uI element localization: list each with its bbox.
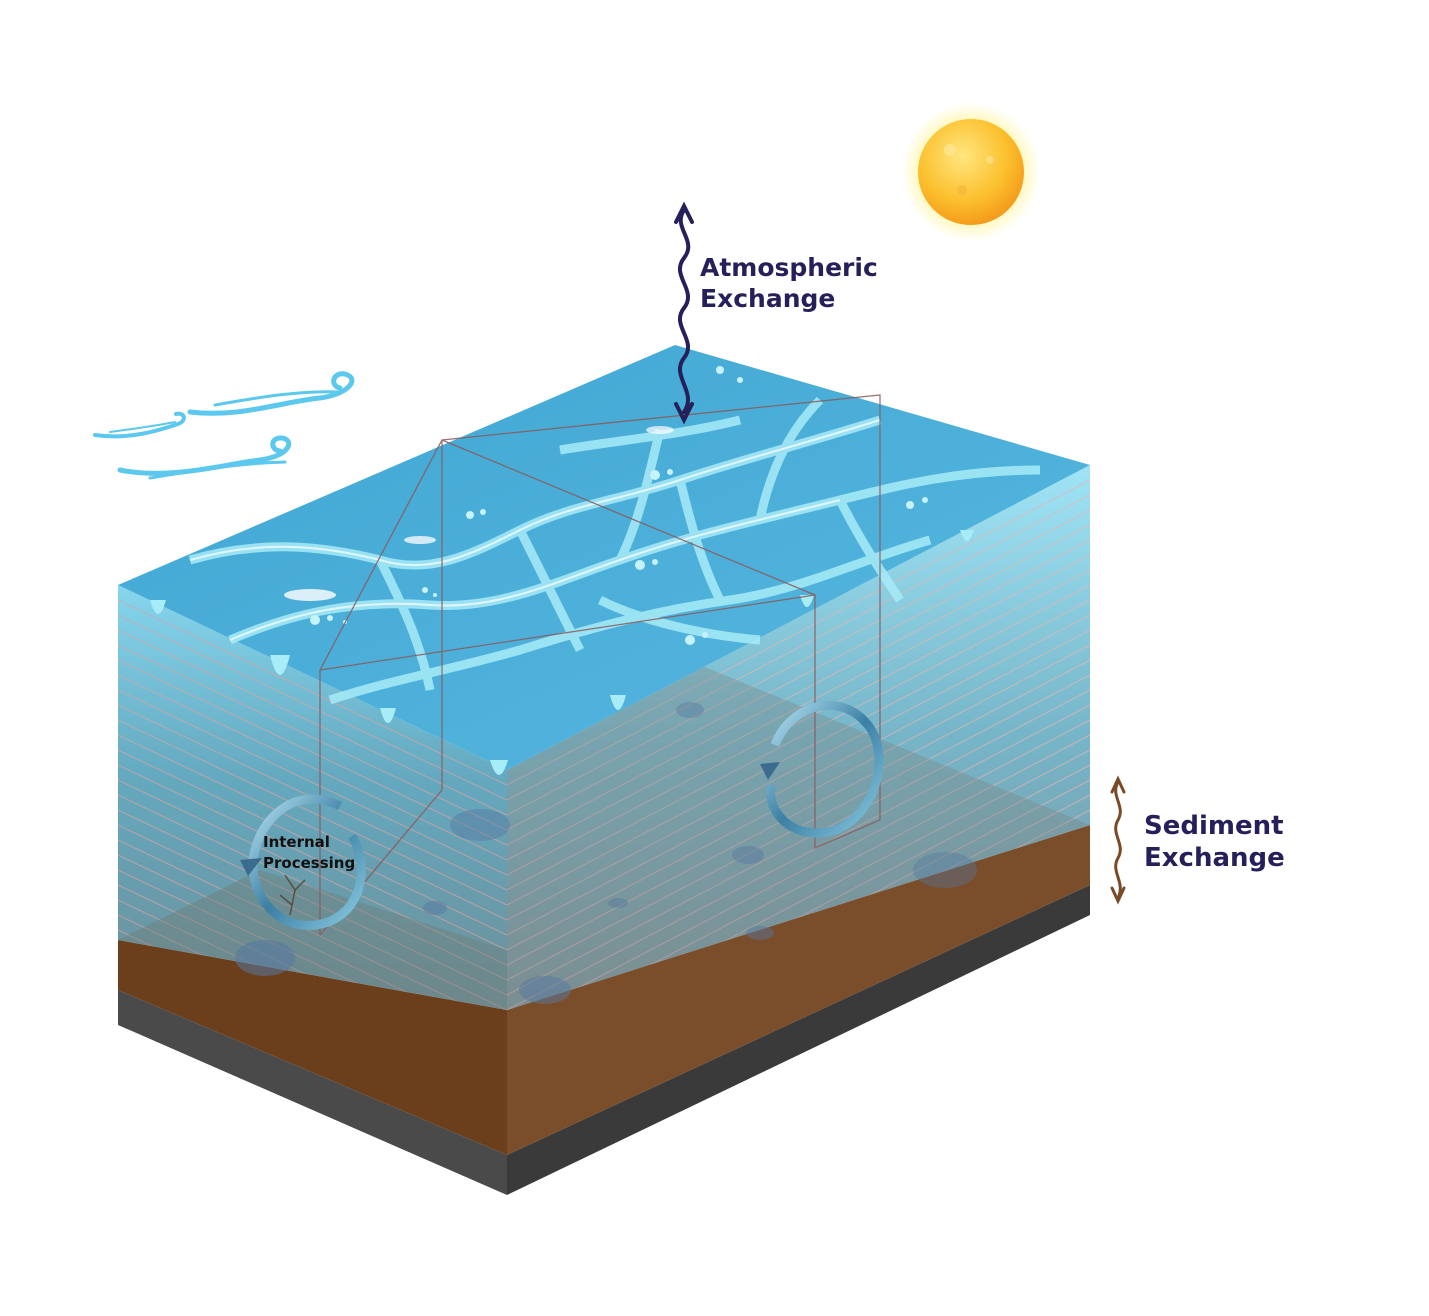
water-column-side-face [450, 465, 1090, 1010]
internal-processing-line-2: Processing [263, 853, 356, 872]
atmospheric-exchange-arrow-icon [674, 201, 694, 425]
circulation-arrow-icon [240, 794, 366, 930]
atmospheric-exchange-line-1: Atmospheric [700, 253, 878, 282]
sediment-exchange-arrow-icon [1110, 775, 1126, 905]
sediment-exchange-line-1: Sediment [1144, 811, 1284, 841]
internal-processing-label: Internal Processing [263, 832, 355, 873]
sun-icon [901, 102, 1041, 242]
sediment-layer [118, 825, 1090, 1155]
sediment-exchange-line-2: Exchange [1144, 842, 1285, 873]
circulation-arrow-icon [760, 700, 884, 838]
atmospheric-exchange-line-2: Exchange [700, 283, 836, 313]
cutaway-section-outline [318, 394, 881, 936]
bedrock-layer [118, 885, 1090, 1195]
wind-icon [93, 371, 355, 480]
internal-processing-line-1: Internal [263, 833, 330, 851]
atmospheric-exchange-label: Atmospheric Exchange [700, 253, 878, 314]
sediment-exchange-label: Sediment Exchange [1144, 811, 1285, 874]
